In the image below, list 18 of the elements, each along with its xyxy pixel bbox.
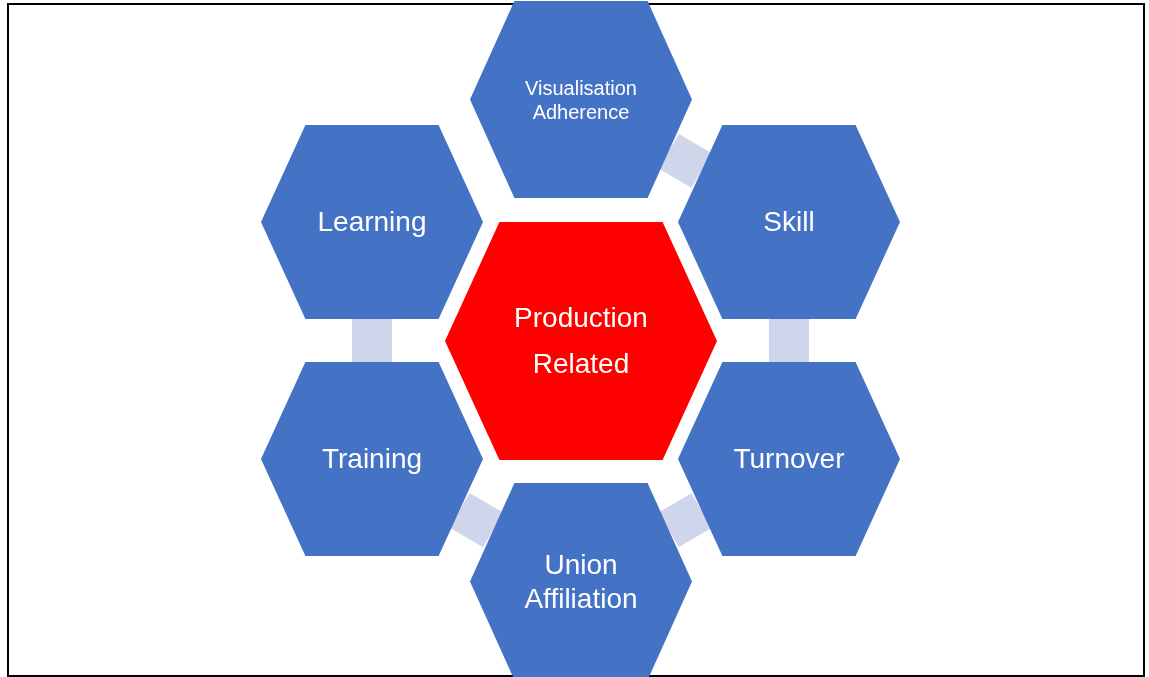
hexagon (470, 1, 692, 198)
hexagon (261, 125, 483, 319)
node-label: Production Related (513, 300, 649, 381)
connector-band (658, 493, 712, 548)
hexagon (678, 125, 900, 319)
hexagon (445, 222, 717, 460)
node-label: Turnover (733, 442, 845, 476)
hexagon (470, 483, 692, 677)
node-label: Union Affiliation (523, 547, 639, 616)
node-label: Visualisation Adherence (524, 75, 638, 124)
connector-band (352, 319, 392, 362)
connector-band (769, 319, 809, 362)
node-label: Skill (763, 205, 815, 239)
node-label: Learning (317, 205, 427, 239)
node-label: Training (321, 442, 423, 476)
hexagon (261, 362, 483, 556)
connector-band (658, 133, 712, 188)
hexagon (678, 362, 900, 556)
